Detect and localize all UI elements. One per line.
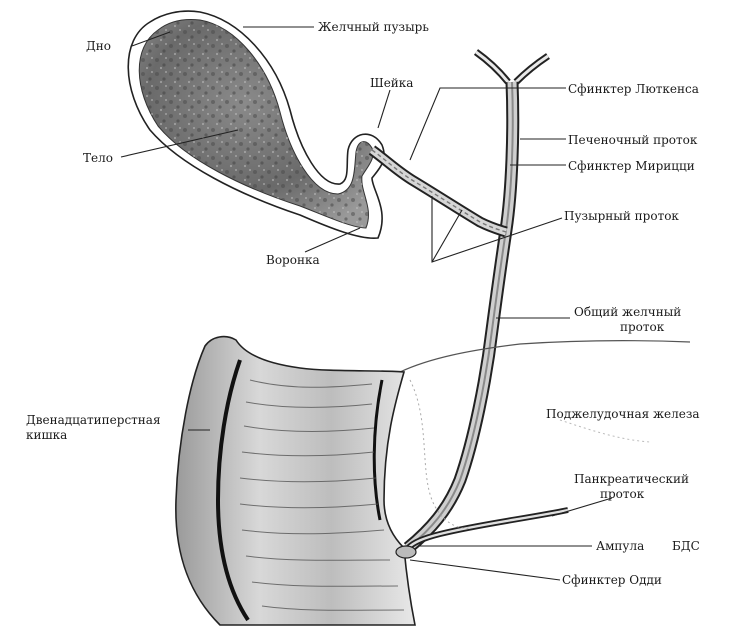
label-duodenum-2: кишка [26, 428, 67, 442]
label-body: Тело [83, 151, 113, 165]
label-bds: БДС [672, 539, 700, 553]
label-pancreatic-duct-1: Панкреатический [574, 472, 689, 486]
label-cystic-duct: Пузырный проток [564, 209, 679, 223]
label-pancreas: Поджелудочная железа [546, 407, 700, 421]
label-ampulla: Ампула [596, 539, 644, 553]
label-hepatic-duct: Печеночный проток [568, 133, 698, 147]
label-gallbladder: Желчный пузырь [318, 20, 429, 34]
label-fundus: Дно [86, 39, 111, 53]
label-common-bile-duct-1: Общий желчный [574, 305, 681, 319]
label-pancreatic-duct-2: проток [600, 487, 645, 501]
label-infundibulum: Воронка [266, 253, 320, 267]
leader-lutkens [410, 88, 566, 160]
gallbladder [128, 11, 384, 238]
label-lutkens-sphincter: Сфинктер Люткенса [568, 82, 699, 96]
duct-system [372, 52, 568, 548]
label-common-bile-duct-2: проток [620, 320, 665, 334]
label-neck: Шейка [370, 76, 413, 90]
major-duodenal-papilla [396, 546, 416, 558]
duodenum-outer-wall [176, 337, 415, 625]
leader-infundibulum [305, 228, 360, 252]
label-duodenum-1: Двенадцатиперстная [26, 413, 161, 427]
label-mirizzi-sphincter: Сфинктер Мирицци [568, 159, 695, 173]
leader-oddi [410, 560, 560, 580]
pancreas-outline [400, 341, 690, 372]
leader-neck [378, 90, 390, 128]
label-oddi-sphincter: Сфинктер Одди [562, 573, 662, 587]
duodenum [176, 337, 416, 625]
